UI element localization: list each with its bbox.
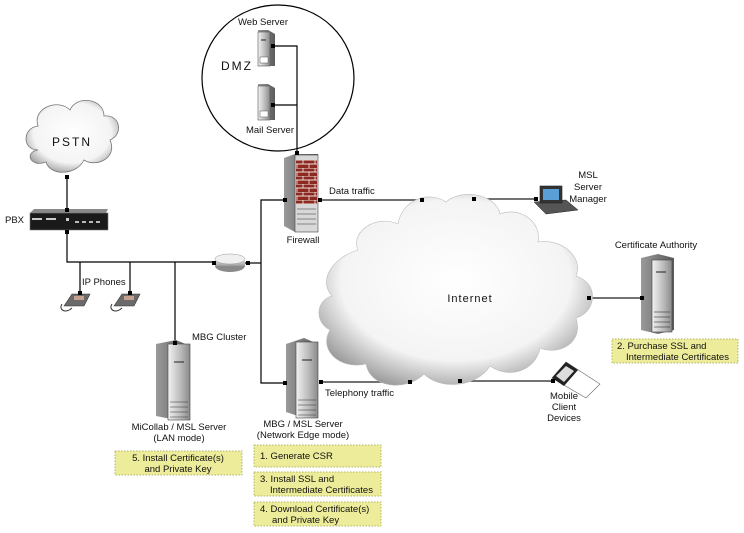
- mbg-label-line2: (Network Edge mode): [257, 430, 349, 441]
- mobile-label-line1: Mobile: [550, 391, 578, 402]
- step-4-line1: 4. Download Certificate(s): [260, 504, 369, 515]
- step-4-line2: and Private Key: [272, 515, 339, 526]
- internet-label: Internet: [447, 293, 492, 305]
- link-pbx-lan: [66, 230, 214, 263]
- step-3-line2: Intermediate Certificates: [270, 485, 373, 496]
- mobile-devices: Mobile Client Devices: [547, 361, 601, 424]
- router-icon: [212, 253, 250, 272]
- mobile-label-line2: Client: [552, 402, 577, 413]
- step-3-note: 3. Install SSL and Intermediate Certific…: [253, 471, 382, 497]
- step-4-note: 4. Download Certificate(s) and Private K…: [253, 501, 382, 527]
- pbx-device: PBX: [5, 208, 109, 234]
- msl-manager-label-line3: Manager: [569, 194, 607, 205]
- pstn-label: PSTN: [52, 135, 92, 149]
- mobile-label-line3: Devices: [547, 413, 581, 424]
- step-5-note: 5. Install Certificate(s) and Private Ke…: [114, 450, 243, 476]
- step-2-line2: Intermediate Certificates: [626, 352, 729, 363]
- link-web-server: [272, 45, 298, 155]
- micollab-label-line1: MiCollab / MSL Server: [132, 422, 227, 433]
- msl-manager-label-line1: MSL: [578, 170, 598, 181]
- pstn-cloud-shape: [25, 100, 119, 173]
- firewall-label: Firewall: [287, 235, 320, 246]
- micollab-server-icon: [156, 340, 191, 421]
- ca-server-icon: [641, 254, 674, 334]
- web-server-label: Web Server: [238, 17, 288, 28]
- dmz-circle: [201, 4, 355, 152]
- step-5-line1: 5. Install Certificate(s): [132, 453, 224, 464]
- mobile-device-icon: [551, 361, 601, 399]
- web-server-icon: [257, 30, 275, 67]
- pstn-cloud: PSTN: [25, 100, 119, 179]
- telephony-traffic-label: Telephony traffic: [325, 388, 394, 399]
- workstation-icon: [533, 185, 579, 215]
- step-2-line1: 2. Purchase SSL and: [617, 341, 706, 352]
- micollab-server: MBG Cluster MiCollab / MSL Server (LAN m…: [132, 332, 247, 444]
- msl-server-manager: MSL Server Manager: [533, 170, 607, 215]
- msl-manager-label-line2: Server: [574, 182, 602, 193]
- step-3-line1: 3. Install SSL and: [260, 474, 334, 485]
- pbx-icon: [29, 209, 109, 231]
- certificate-authority: Certificate Authority: [615, 240, 698, 334]
- link-backbone: [260, 199, 285, 384]
- ip-phone-icon: [60, 293, 91, 312]
- ip-phone-icon: [110, 293, 141, 312]
- mbg-server: Telephony traffic MBG / MSL Server (Netw…: [257, 338, 394, 441]
- micollab-label-line2: (LAN mode): [153, 433, 204, 444]
- dmz-label: DMZ: [221, 59, 253, 73]
- mbg-label-line1: MBG / MSL Server: [263, 419, 342, 430]
- mail-server-icon: [257, 84, 275, 121]
- data-traffic-label: Data traffic: [329, 186, 375, 197]
- mbg-cluster-label: MBG Cluster: [192, 332, 246, 343]
- mbg-server-icon: [286, 338, 319, 419]
- pbx-label: PBX: [5, 215, 25, 226]
- step-1-note: 1. Generate CSR: [253, 444, 382, 468]
- step-2-note: 2. Purchase SSL and Intermediate Certifi…: [611, 338, 739, 364]
- ip-phones: IP Phones: [60, 277, 141, 312]
- firewall-device: Firewall Data traffic: [283, 151, 375, 246]
- firewall-icon: [284, 154, 319, 233]
- step-1-line1: 1. Generate CSR: [260, 451, 333, 462]
- step-5-line2: and Private Key: [144, 464, 211, 475]
- ca-label: Certificate Authority: [615, 240, 698, 251]
- mail-server-label: Mail Server: [246, 125, 294, 136]
- internet-cloud-shape: [318, 194, 593, 386]
- ip-phones-label: IP Phones: [82, 277, 126, 288]
- internet-cloud: Internet: [318, 194, 593, 386]
- dmz-zone: DMZ Web Server Mail Server: [201, 4, 355, 152]
